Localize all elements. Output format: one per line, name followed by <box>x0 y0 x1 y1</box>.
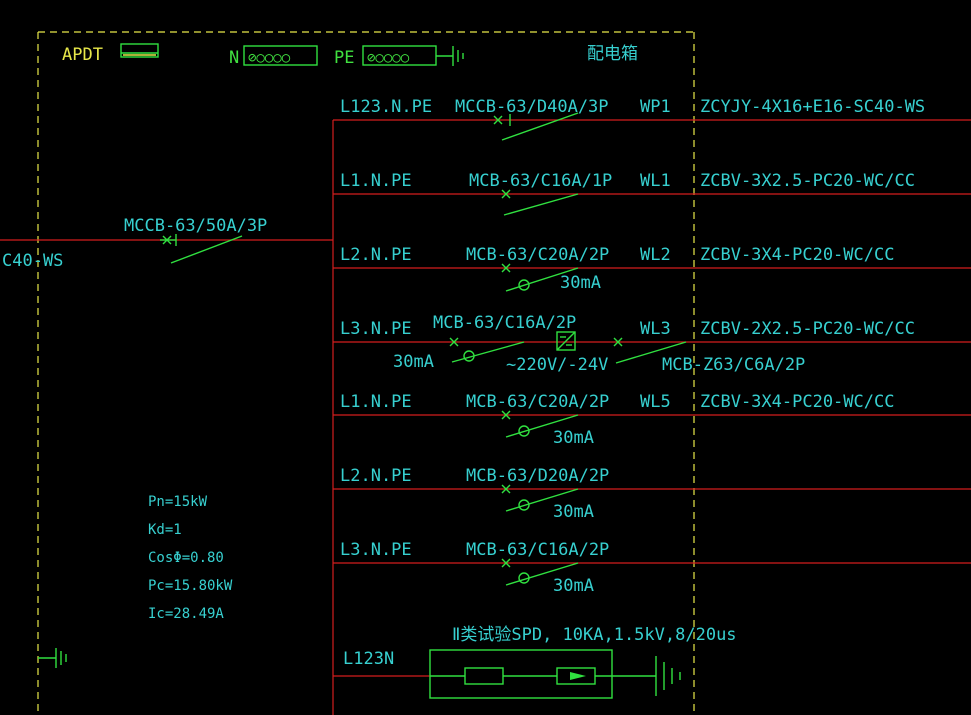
circuit-row-wp1: L123.N.PE MCCB-63/D40A/3P WP1 ZCYJY-4X16… <box>333 97 971 141</box>
circuit-row-6: L2.N.PE MCB-63/D20A/2P 30mA <box>333 466 971 522</box>
circuit-phase: L2.N.PE <box>340 245 412 265</box>
circuit-breaker: MCB-63/C16A/2P <box>466 540 609 560</box>
n-terminal-strip <box>243 45 318 66</box>
circuit-phase: L1.N.PE <box>340 171 412 191</box>
circuit-id: WL1 <box>640 171 671 191</box>
load-pn: Pn=15kW <box>148 494 208 510</box>
circuit-rcd: 30mA <box>560 273 601 293</box>
circuit-rcd: 30mA <box>393 352 434 372</box>
rcd-breaker-icon <box>501 263 579 292</box>
incoming-breaker-icon <box>160 234 243 264</box>
breaker-icon <box>493 112 579 141</box>
panel-symbol-icon <box>120 43 159 58</box>
incoming-cable-label: C40-WS <box>2 251 63 271</box>
load-kd: Kd=1 <box>148 522 182 538</box>
circuit-id: WL3 <box>640 319 671 339</box>
incoming-breaker-label: MCCB-63/50A/3P <box>124 216 267 236</box>
circuit-breaker: MCB-63/C20A/2P <box>466 392 609 412</box>
surge-arrester-icon <box>556 667 596 685</box>
circuit-phase: L3.N.PE <box>340 540 412 560</box>
circuit-row-wl5: L1.N.PE MCB-63/C20A/2P WL5 ZCBV-3X4-PC20… <box>333 392 971 448</box>
load-cos: CosΦ=0.80 <box>148 550 224 566</box>
spd-phase: L123N <box>343 649 394 669</box>
circuit-rcd: 30mA <box>553 576 594 596</box>
transformer-label: ~220V/-24V <box>506 355 608 375</box>
pe-bar-label: PE <box>334 48 354 68</box>
fuse-icon <box>464 667 504 685</box>
circuit-rcd: 30mA <box>553 502 594 522</box>
circuit-cable: ZCBV-3X4-PC20-WC/CC <box>700 245 894 265</box>
circuit-breaker: MCB-63/C20A/2P <box>466 245 609 265</box>
transformer-icon <box>556 331 576 351</box>
circuit-breaker: MCB-63/C16A/1P <box>469 171 612 191</box>
breaker-icon <box>501 189 579 216</box>
circuit-id: WP1 <box>640 97 671 117</box>
circuit-cable: ZCBV-3X4-PC20-WC/CC <box>700 392 894 412</box>
circuit-row-wl2: L2.N.PE MCB-63/C20A/2P WL2 ZCBV-3X4-PC20… <box>333 245 971 293</box>
circuit-cable: ZCYJY-4X16+E16-SC40-WS <box>700 97 925 117</box>
rcd-breaker-icon <box>501 558 579 586</box>
secondary-breaker: MCB-Z63/C6A/2P <box>662 355 805 375</box>
circuit-id: WL5 <box>640 392 671 412</box>
load-calculation: Pn=15kW Kd=1 CosΦ=0.80 Pc=15.80kW Ic=28.… <box>148 494 233 622</box>
n-terminals: ⊘○○○○ <box>248 50 291 66</box>
breaker-icon <box>613 337 687 364</box>
circuit-phase: L3.N.PE <box>340 319 412 339</box>
circuit-row-wl1: L1.N.PE MCB-63/C16A/1P WL1 ZCBV-3X2.5-PC… <box>333 171 971 216</box>
circuit-cable: ZCBV-2X2.5-PC20-WC/CC <box>700 319 915 339</box>
load-ic: Ic=28.49A <box>148 606 224 622</box>
panel-name: APDT <box>62 45 103 65</box>
circuit-id: WL2 <box>640 245 671 265</box>
panel-boundary <box>37 31 695 715</box>
circuit-phase: L1.N.PE <box>340 392 412 412</box>
circuit-cable: ZCBV-3X2.5-PC20-WC/CC <box>700 171 915 191</box>
rcd-breaker-icon <box>449 337 525 363</box>
circuit-row-7: L3.N.PE MCB-63/C16A/2P 30mA <box>333 540 971 596</box>
rcd-breaker-icon <box>501 484 579 512</box>
circuit-phase: L2.N.PE <box>340 466 412 486</box>
circuit-row-wl3: L3.N.PE MCB-63/C16A/2P WL3 ZCBV-2X2.5-PC… <box>333 313 971 375</box>
circuit-phase: L123.N.PE <box>340 97 432 117</box>
ground-icon <box>38 648 67 668</box>
circuit-breaker: MCB-63/D20A/2P <box>466 466 609 486</box>
ground-icon <box>436 46 464 66</box>
circuit-breaker: MCCB-63/D40A/3P <box>455 97 609 117</box>
panel-type-label: 配电箱 <box>587 44 638 64</box>
spd-box <box>429 649 613 699</box>
ground-icon <box>655 656 681 696</box>
spd-label: Ⅱ类试验SPD, 10KA,1.5kV,8/20us <box>452 625 737 645</box>
circuit-breaker: MCB-63/C16A/2P <box>433 313 576 333</box>
circuit-rcd: 30mA <box>553 428 594 448</box>
pe-terminals: ⊘○○○○ <box>367 50 410 66</box>
n-bar-label: N <box>229 48 239 68</box>
spd-row: L123N Ⅱ类试验SPD, 10KA,1.5kV,8/20us <box>333 625 737 699</box>
load-pc: Pc=15.80kW <box>148 578 233 594</box>
rcd-breaker-icon <box>501 410 579 438</box>
